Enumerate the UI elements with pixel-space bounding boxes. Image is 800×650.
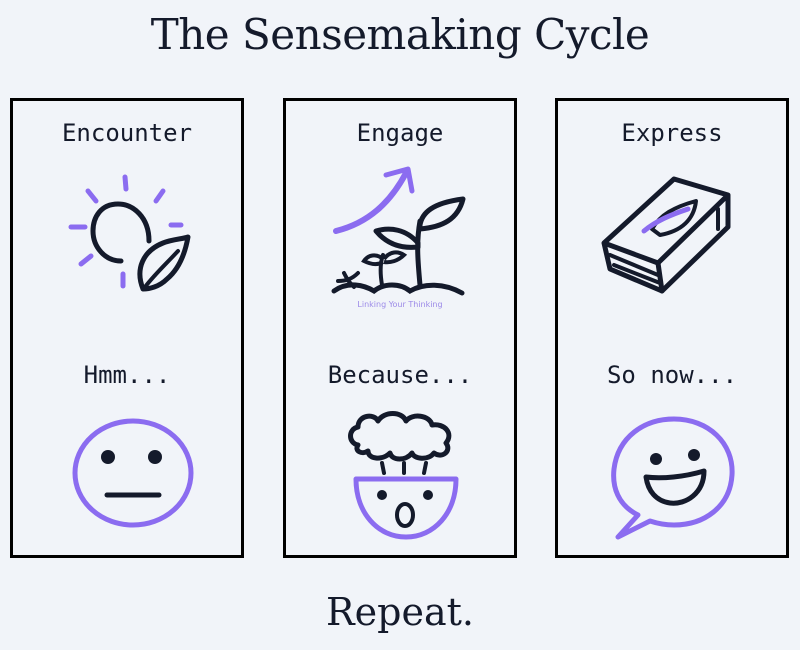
stage-label: Engage (356, 119, 444, 147)
stage-label: Express (621, 119, 723, 147)
neutral-face-icon (72, 418, 194, 528)
stage-phrase: Hmm... (83, 361, 171, 389)
smiling-speech-bubble-icon (611, 416, 735, 540)
mind-blown-face-icon (348, 411, 459, 540)
book-with-leaf-icon (601, 176, 731, 294)
stage-panel-engage: Engage Linking Your Thinking Because... (283, 98, 517, 558)
stage-label: Encounter (61, 119, 193, 147)
footer-text: Repeat. (326, 590, 474, 634)
watermark-text: Linking Your Thinking (357, 300, 442, 309)
sun-and-leaf-icon (68, 174, 191, 292)
stage-panel-express: Express So now... (555, 98, 789, 558)
growing-plant-icon: Linking Your Thinking (331, 166, 466, 309)
page-title: The Sensemaking Cycle (150, 10, 650, 59)
stage-panel-encounter: Encounter Hmm... (10, 98, 244, 558)
stage-phrase: Because... (327, 361, 473, 389)
stage-phrase: So now... (606, 361, 738, 389)
